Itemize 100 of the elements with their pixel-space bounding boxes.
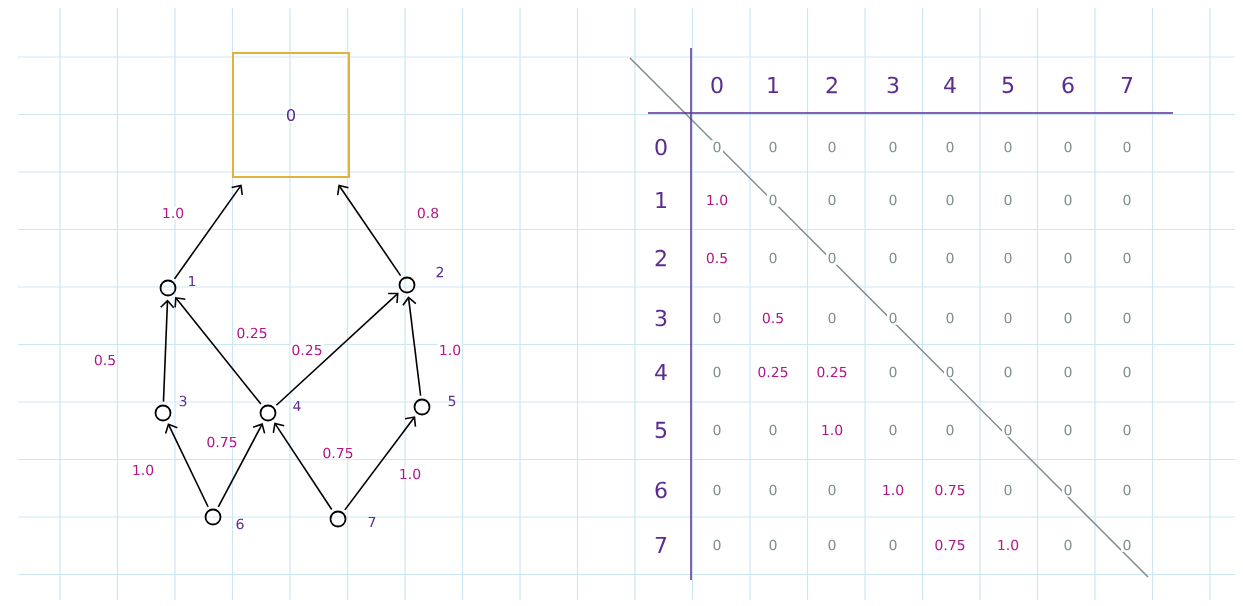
table-cell: 0 — [1123, 312, 1131, 324]
table-cell: 0 — [889, 252, 897, 264]
table-cell: 0 — [1123, 484, 1131, 496]
column-header: 5 — [1002, 76, 1014, 94]
circle-node — [154, 404, 172, 422]
table-cell: 0 — [946, 312, 954, 324]
circle-node — [159, 279, 177, 297]
table-cell: 0 — [889, 366, 897, 378]
circle-node — [259, 404, 277, 422]
table-cell: 0 — [1004, 312, 1012, 324]
table-cell: 0 — [828, 539, 836, 551]
edge-label: 1.0 — [397, 467, 423, 481]
arrow — [336, 184, 402, 277]
table-cell: 0 — [828, 312, 836, 324]
table-cell: 0 — [769, 539, 777, 551]
table-cell: 0 — [887, 311, 899, 325]
row-header: 5 — [655, 421, 667, 439]
table-cell: 0 — [1004, 252, 1012, 264]
circle-node — [413, 398, 431, 416]
node-label: 6 — [236, 518, 244, 530]
row-header: 3 — [655, 309, 667, 327]
table-cell: 0 — [944, 365, 956, 379]
table-cell: 0 — [1062, 483, 1074, 497]
table-cell: 0 — [769, 484, 777, 496]
node-label: 3 — [179, 395, 187, 407]
arrow — [159, 299, 175, 403]
table-cell: 0 — [711, 140, 723, 154]
edge-label: 1.0 — [160, 206, 186, 220]
row-header: 6 — [655, 481, 667, 499]
table-cell: 0 — [1064, 539, 1072, 551]
arrow — [272, 422, 333, 511]
node-label: 5 — [448, 395, 456, 407]
table-cell: 0 — [1064, 252, 1072, 264]
edge-label: 0.75 — [205, 435, 239, 449]
table-cell: 0 — [713, 366, 721, 378]
circle-node — [398, 276, 416, 294]
row-header: 0 — [655, 138, 667, 156]
table-cell: 0 — [1123, 252, 1131, 264]
edge-label: 1.0 — [437, 343, 463, 357]
table-cell: 0 — [1123, 194, 1131, 206]
table-cell: 0 — [767, 193, 779, 207]
table-cell: 0 — [946, 424, 954, 436]
edge-label: 0.25 — [290, 343, 324, 357]
table-cell: 0 — [769, 141, 777, 153]
table-cell: 0 — [1004, 194, 1012, 206]
table-cell: 0 — [889, 141, 897, 153]
table-cell: 1.0 — [822, 424, 843, 436]
edge-label: 0.25 — [235, 326, 269, 340]
circle-node — [329, 510, 347, 528]
table-cell: 1.0 — [998, 539, 1019, 551]
column-header: 0 — [711, 76, 723, 94]
arrow — [344, 416, 417, 511]
arrow — [174, 296, 262, 405]
column-header: 1 — [768, 77, 778, 93]
table-cell: 0 — [1064, 141, 1072, 153]
table-cell: 0 — [946, 141, 954, 153]
table-cell: 0 — [889, 424, 897, 436]
table-cell: 0 — [828, 141, 836, 153]
table-cell: 0 — [946, 252, 954, 264]
node-label: 2 — [436, 266, 444, 278]
arrow — [402, 296, 422, 397]
table-cell: 0 — [889, 539, 897, 551]
table-cell: 0 — [769, 252, 777, 264]
row-header: 2 — [655, 249, 666, 267]
table-cell: 0.25 — [817, 366, 847, 378]
row-header: 7 — [655, 537, 667, 554]
column-header: 7 — [1121, 77, 1133, 93]
table-cell: 0 — [1064, 366, 1072, 378]
table-cell: 0.75 — [935, 539, 965, 551]
node-label: 7 — [368, 516, 376, 528]
arrow — [275, 292, 399, 407]
table-cell: 0 — [1123, 366, 1131, 378]
row-header: 4 — [655, 364, 667, 381]
node-label: 1 — [189, 275, 196, 287]
table-cell: 0 — [826, 251, 838, 265]
table-cell: 0 — [1123, 424, 1131, 436]
table-cell: 0 — [713, 312, 721, 324]
table-cell: 0 — [828, 194, 836, 206]
circle-node — [204, 508, 222, 526]
table-cell: 1.0 — [707, 194, 728, 206]
column-header: 6 — [1062, 76, 1074, 94]
table-cell: 0 — [713, 484, 721, 496]
table-cell: 0 — [1064, 194, 1072, 206]
node-label: 4 — [293, 400, 301, 412]
table-cell: 0 — [713, 539, 721, 551]
table-cell: 0 — [1004, 366, 1012, 378]
table-cell: 0.5 — [706, 252, 727, 264]
table-cell: 0 — [1064, 312, 1072, 324]
table-cell: 0 — [828, 484, 836, 496]
column-header: 3 — [887, 76, 899, 94]
row-header: 1 — [656, 192, 666, 208]
column-header: 2 — [826, 76, 837, 94]
table-cell: 0 — [713, 424, 721, 436]
table-cell: 0.5 — [762, 312, 783, 324]
table-cell: 0.25 — [758, 366, 788, 378]
table-cell: 0 — [1121, 538, 1133, 552]
table-cell: 0 — [1002, 423, 1014, 437]
edge-label: 1.0 — [130, 463, 156, 477]
table-cell: 0 — [769, 424, 777, 436]
table-cell: 0 — [1064, 424, 1072, 436]
